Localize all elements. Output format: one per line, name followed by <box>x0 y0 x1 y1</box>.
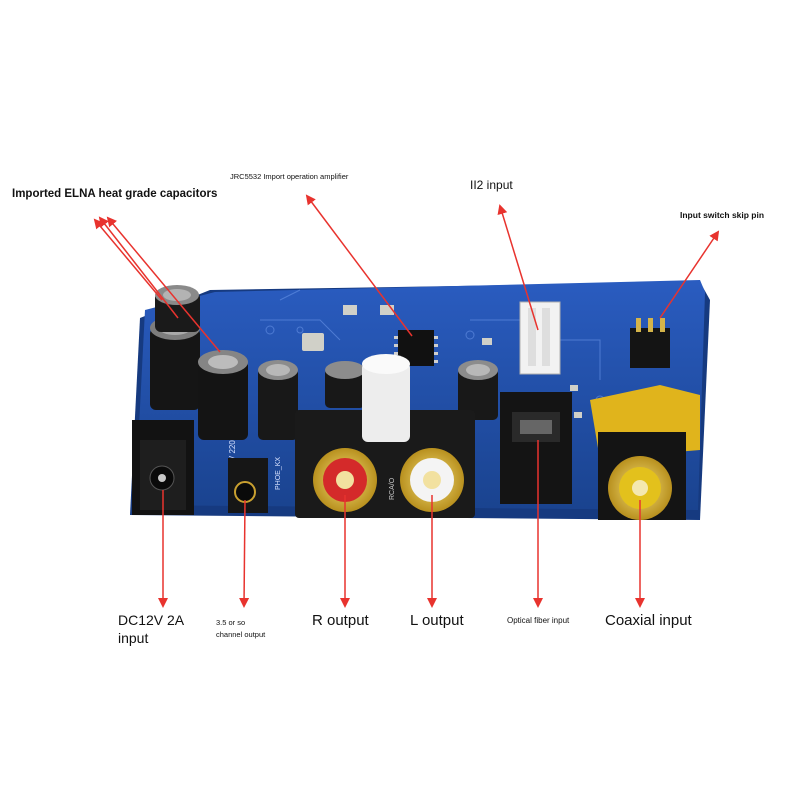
phone-arrow <box>239 499 250 608</box>
label-optical: Optical fiber input <box>507 616 570 625</box>
capacitor-arrow-2 <box>98 216 179 319</box>
capacitor-arrow-1 <box>93 218 163 301</box>
label-opamp: JRC5532 Import operation amplifier <box>230 172 349 181</box>
label-dc-line1: DC12V 2A <box>118 612 185 628</box>
phone-jack-mark: PHOE_KX <box>275 457 282 490</box>
label-l-output: L output <box>410 612 464 629</box>
label-capacitors: Imported ELNA heat grade capacitors <box>12 188 218 200</box>
label-coaxial: Coaxial input <box>605 612 692 629</box>
smd-components <box>302 305 582 418</box>
capacitor-arrow-3 <box>106 216 221 353</box>
label-switch-pin: Input switch skip pin <box>680 210 765 220</box>
optical-port <box>500 392 572 504</box>
phone-jack: PHOE_KX <box>228 457 282 513</box>
ii2-header <box>519 301 561 375</box>
switch-skip-pins <box>630 318 670 368</box>
ii2-arrow <box>497 204 539 331</box>
coaxial-port <box>590 385 700 520</box>
label-phone-line1: 3.5 or so <box>216 618 246 627</box>
label-ii2-input: II2 input <box>470 178 513 192</box>
rca-outputs-block: RCA/O <box>295 354 475 518</box>
callout-arrows <box>93 194 720 608</box>
rca-mark: RCA/O <box>389 477 396 500</box>
elna-capacitors: 16V 220 <box>150 285 498 470</box>
label-phone-line2: channel output <box>216 630 266 639</box>
capacitor-mark: 16V 220 <box>228 440 237 470</box>
label-r-output: R output <box>312 612 369 629</box>
opamp-arrow <box>305 194 413 337</box>
label-dc-line2: input <box>118 630 149 646</box>
switch-pin-arrow <box>659 230 720 319</box>
